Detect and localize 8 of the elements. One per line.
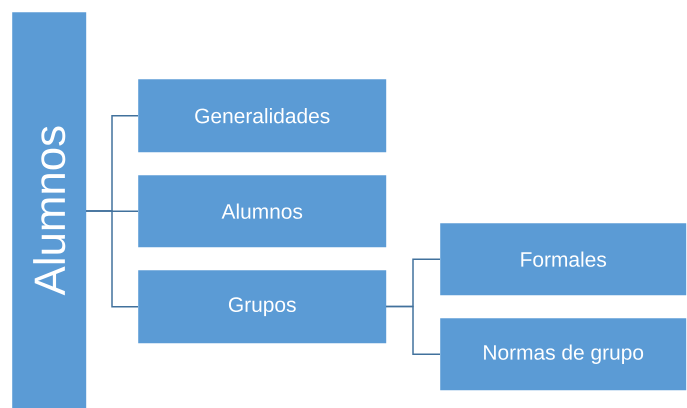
topic-box: Generalidades bbox=[138, 79, 386, 152]
title-bar: Alumnos bbox=[12, 12, 86, 408]
connector-line bbox=[386, 306, 440, 355]
topic-box: Alumnos bbox=[138, 175, 386, 248]
topic-box: Normas de grupo bbox=[440, 318, 686, 390]
topic-box: Formales bbox=[440, 223, 686, 296]
connector-line bbox=[86, 210, 138, 308]
topic-box: Grupos bbox=[138, 270, 386, 344]
